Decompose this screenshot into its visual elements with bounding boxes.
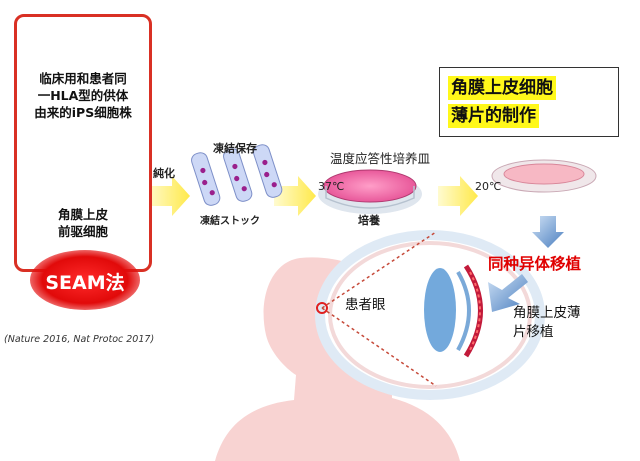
frozen-stock-label: 凍結ストック (200, 216, 260, 227)
patient-eye-label: 患者眼 (345, 297, 386, 313)
arrow-3 (438, 176, 478, 216)
arrow-1 (146, 176, 190, 216)
title-line-2: 薄片的制作 (448, 104, 539, 128)
frozen-tubes (191, 144, 283, 206)
blue-arrow-left (488, 274, 528, 312)
eye-marker (316, 302, 328, 314)
temp-37: 37℃ (318, 180, 345, 193)
temp-20: 20℃ (475, 180, 502, 193)
transplant-line-2: 片移植 (513, 324, 554, 340)
transplant-label: 角膜上皮薄 片移植 (513, 304, 623, 342)
seam-label: SEAM法 (45, 272, 125, 294)
citation: (Nature 2016, Nat Protoc 2017) (4, 334, 155, 345)
culture-label: 培養 (358, 214, 380, 227)
seam-badge (30, 250, 140, 310)
source-line-1: 临床用和患者同 (39, 71, 127, 86)
sight-lines (321, 231, 437, 387)
blue-arrow-down (532, 216, 564, 248)
source-line-3: 由来的iPS细胞株 (34, 105, 132, 120)
cell-line-2: 前驱细胞 (57, 224, 108, 239)
dish-title: 温度应答性培养皿 (330, 151, 431, 166)
title-line-1: 角膜上皮细胞 (448, 76, 556, 100)
cell-line-1: 角膜上皮 (57, 207, 108, 222)
source-line-2: 一HLA型的供体 (37, 88, 129, 103)
eye-diagram (315, 230, 545, 400)
source-panel (14, 14, 152, 272)
cell-sheet-dish (491, 159, 597, 193)
purification-label: 純化 (153, 167, 175, 180)
arrow-2 (274, 176, 316, 216)
allogeneic-label: 同种异体移植 (488, 255, 582, 273)
frozen-storage-label: 凍結保存 (213, 142, 257, 155)
transplant-line-1: 角膜上皮薄 (513, 305, 581, 321)
culture-dish (318, 169, 422, 214)
